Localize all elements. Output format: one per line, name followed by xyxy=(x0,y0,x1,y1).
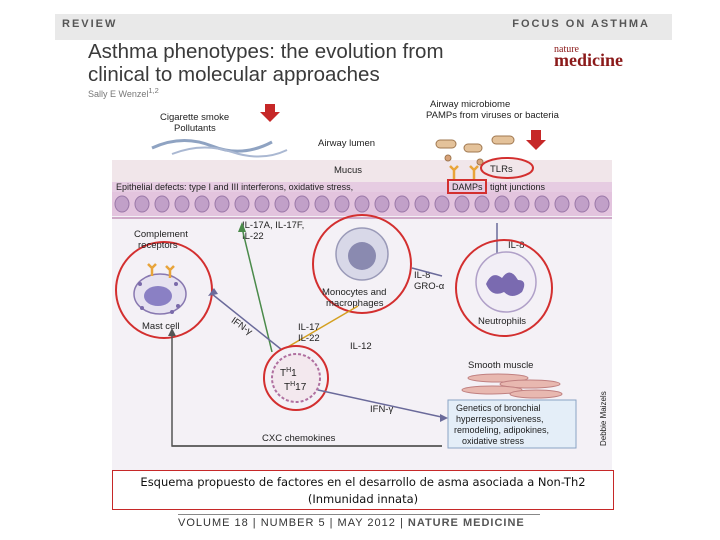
mast-cell-highlight xyxy=(115,241,213,339)
smooth-muscle-label: Smooth muscle xyxy=(468,360,533,371)
caption-box: Esquema propuesto de factores en el desa… xyxy=(112,470,614,510)
neutrophil-highlight xyxy=(455,239,553,337)
footer-journal: NATURE MEDICINE xyxy=(407,517,525,529)
lumen-label: Airway lumen xyxy=(318,138,375,149)
cxc-label: CXC chemokines xyxy=(262,433,336,444)
pamps-label: PAMPs from viruses or bacteria xyxy=(426,110,560,121)
cigarette-label: Cigarette smoke xyxy=(160,112,229,123)
il17a-label: IL-17A, IL-17F, xyxy=(242,220,304,231)
il8-mid-label: IL-8 xyxy=(414,270,430,281)
th-cell-icon xyxy=(271,353,321,403)
ifn-gamma-label-2: IFN-γ xyxy=(370,404,393,415)
genetics-line-4: oxidative stress xyxy=(462,436,525,446)
author-affiliation: 1,2 xyxy=(148,86,159,95)
tlr-receptor-icon xyxy=(449,165,479,180)
il17-label: IL-17 xyxy=(298,322,320,333)
monocytes-label-1: Monocytes and xyxy=(322,287,386,298)
bacteria-icon xyxy=(435,135,515,166)
focus-label: FOCUS ON ASTHMA xyxy=(512,18,650,30)
author: Sally E Wenzel1,2 xyxy=(88,86,159,99)
il22-label: IL-22 xyxy=(242,231,264,242)
journal-logo-small: nature xyxy=(554,44,579,55)
monocytes-label-2: macrophages xyxy=(326,298,384,309)
th17-value: 17 xyxy=(295,382,307,393)
tlrs-label: TLRs xyxy=(490,164,513,175)
caption-line-2: (Inmunidad innata) xyxy=(307,492,419,506)
epithelial-cells xyxy=(114,195,610,213)
smooth-muscle-icon xyxy=(461,373,563,399)
pollutants-label: Pollutants xyxy=(174,123,216,134)
smoke-wisp-icon xyxy=(151,139,273,153)
th1-label: TH1 xyxy=(280,367,297,379)
th-cell-highlight xyxy=(263,345,329,411)
title-line-1: Asthma phenotypes: the evolution from xyxy=(88,40,444,63)
pollutant-arrow-icon xyxy=(260,104,280,122)
section-label: REVIEW xyxy=(62,18,118,30)
genetics-box xyxy=(447,399,577,449)
header-band xyxy=(55,14,672,40)
monocyte-highlight xyxy=(312,214,412,314)
tight-junctions-label: tight junctions xyxy=(490,182,546,192)
title-line-2: clinical to molecular approaches xyxy=(88,63,380,86)
article-title: Asthma phenotypes: the evolution from cl… xyxy=(88,40,548,86)
journal-logo: medicine xyxy=(554,50,623,70)
mucus-label: Mucus xyxy=(334,165,362,176)
complement-label-1: Complement xyxy=(134,229,188,240)
genetics-line-1: Genetics of bronchial xyxy=(456,403,541,413)
genetics-line-2: hyperresponsiveness, xyxy=(456,414,544,424)
il22b-label: IL-22 xyxy=(298,333,320,344)
neutrophils-label: Neutrophils xyxy=(478,316,526,327)
microbiome-label: Airway microbiome xyxy=(430,99,510,110)
mast-cell-label: Mast cell xyxy=(142,321,179,332)
issue-info: VOLUME 18 | NUMBER 5 | MAY 2012 xyxy=(178,517,396,529)
damps-highlight xyxy=(447,179,487,194)
caption-line-1: Esquema propuesto de factores en el desa… xyxy=(140,475,586,489)
il12-label: IL-12 xyxy=(350,341,372,352)
th17-label: TH17 xyxy=(284,381,307,393)
asthma-figure: Cigarette smoke Pollutants Airway microb… xyxy=(112,98,612,470)
microbiome-arrow-icon xyxy=(526,130,546,150)
journal-footer: VOLUME 18 | NUMBER 5 | MAY 2012 | NATURE… xyxy=(178,514,540,529)
genetics-line-3: remodeling, adipokines, xyxy=(454,425,549,435)
complement-label-2: receptors xyxy=(138,240,178,251)
author-name: Sally E Wenzel xyxy=(88,89,149,99)
th1-value: 1 xyxy=(291,368,297,379)
tlrs-highlight xyxy=(480,157,534,179)
damps-label: DAMPs xyxy=(452,182,483,192)
epithelial-label: Epithelial defects: type I and III inter… xyxy=(116,182,353,192)
gro-alpha-label: GRO-α xyxy=(414,281,445,292)
il8-top-label: IL-8 xyxy=(508,240,524,251)
artist-credit: Debbie Maizels xyxy=(599,391,608,446)
